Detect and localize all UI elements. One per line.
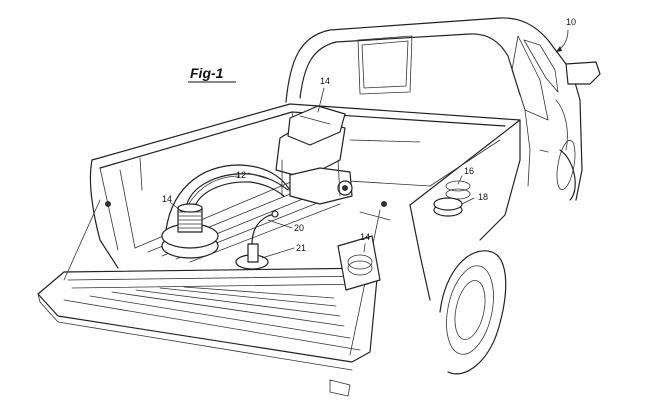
label-truck: 10 — [566, 17, 576, 27]
rear-wheel — [439, 139, 576, 375]
panel-components — [433, 180, 471, 217]
leader-lines — [169, 29, 569, 259]
tailgate — [37, 199, 387, 397]
hose — [185, 173, 289, 211]
fitting — [235, 210, 279, 270]
truck-cab — [285, 17, 601, 201]
label-fitting-base: 21 — [296, 243, 306, 253]
left-fixture — [161, 203, 219, 259]
generator — [275, 105, 353, 205]
label-panel-lower: 18 — [478, 192, 488, 202]
right-component — [337, 235, 381, 291]
figure-title-text: Fig-1 — [190, 65, 224, 81]
label-hose: 12 — [236, 170, 246, 180]
label-generator: 14 — [320, 76, 330, 86]
reference-labels: 10 14 12 14 20 21 14 16 18 — [162, 17, 576, 253]
label-fitting: 20 — [294, 223, 304, 233]
label-right-component: 14 — [360, 232, 370, 242]
figure-title: Fig-1 — [188, 65, 236, 83]
label-left-fixture: 14 — [162, 194, 172, 204]
label-panel-upper: 16 — [464, 166, 474, 176]
